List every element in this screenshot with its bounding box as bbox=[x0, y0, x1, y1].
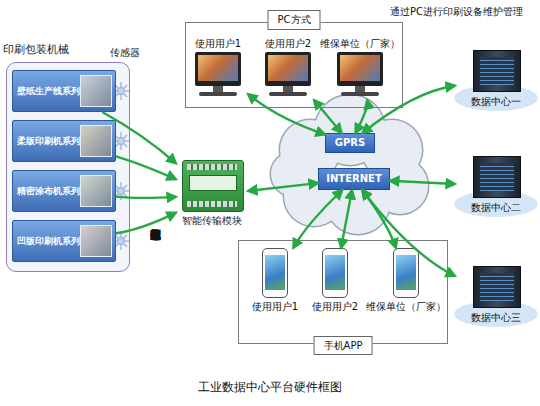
transmission-module: 智能传输模块 bbox=[176, 158, 248, 232]
annotation: 传感器 bbox=[110, 47, 140, 59]
link-arrow bbox=[116, 197, 176, 198]
pc-terminal: 使用用户2 bbox=[258, 38, 318, 100]
machine-group: 印刷包装机械壁纸生产线系列柔版印刷机系列精密涂布机系列凹版印刷机系列 bbox=[6, 62, 130, 272]
machine-label: 柔版印刷机系列 bbox=[17, 136, 80, 146]
network-label: INTERNET bbox=[326, 173, 381, 185]
link-arrow bbox=[362, 190, 396, 248]
network-label: GPRS bbox=[335, 137, 365, 149]
rack-lights bbox=[480, 163, 514, 191]
monitor-screen bbox=[198, 55, 238, 81]
link-arrow bbox=[341, 190, 352, 248]
data-center-label: 数据中心三 bbox=[455, 312, 537, 324]
keyboard bbox=[269, 92, 307, 96]
link-arrow bbox=[314, 100, 342, 133]
cloud-fill bbox=[271, 95, 428, 234]
machine-label: 壁纸生产线系列 bbox=[17, 86, 80, 96]
module-device bbox=[182, 160, 244, 212]
monitor-screen bbox=[340, 55, 380, 81]
data-center-label: 数据中心一 bbox=[455, 96, 537, 108]
annotation: 通过PC进行印刷设备维护管理 bbox=[390, 6, 523, 18]
pc-terminal: 使用用户1 bbox=[188, 38, 248, 100]
link-arrow bbox=[362, 86, 455, 133]
machine-label: 精密涂布机系列 bbox=[17, 186, 80, 196]
machine-picture bbox=[80, 75, 112, 107]
label-area: 壁纸生产线系列 bbox=[15, 71, 81, 111]
pc-group: PC方式使用用户1使用用户2维保单位（厂家） bbox=[185, 22, 403, 108]
keyboard bbox=[341, 92, 379, 96]
device-panel bbox=[189, 175, 237, 191]
cloud-outline bbox=[270, 94, 430, 236]
diagram-caption: 工业数据中心平台硬件框图 bbox=[0, 381, 540, 395]
app-group: 手机APP使用用户1使用用户2维保单位（厂家） bbox=[238, 240, 448, 344]
label-area: 柔版印刷机系列 bbox=[15, 121, 81, 161]
terminal-label: 使用用户2 bbox=[305, 301, 365, 313]
phone-terminal: 使用用户1 bbox=[245, 248, 305, 314]
server-rack bbox=[473, 266, 521, 308]
group-heading: 印刷包装机械 bbox=[3, 44, 69, 57]
label-area: 凹版印刷机系列 bbox=[15, 221, 81, 261]
machine-picture bbox=[80, 175, 112, 207]
server-rack bbox=[473, 50, 521, 92]
phone-body bbox=[262, 248, 288, 298]
link-arrow bbox=[102, 112, 176, 163]
monitor bbox=[337, 52, 383, 86]
device-terminals bbox=[187, 164, 237, 170]
phone-screen bbox=[396, 255, 416, 290]
monitor-screen bbox=[268, 55, 308, 81]
phone-screen bbox=[325, 255, 345, 290]
data-center: 数据中心三 bbox=[455, 266, 537, 326]
data-center-label: 数据中心二 bbox=[455, 202, 537, 214]
label-area: 精密涂布机系列 bbox=[15, 171, 81, 211]
machine-box: 凹版印刷机系列 bbox=[12, 220, 116, 262]
group-tag: PC方式 bbox=[267, 10, 320, 30]
link-arrow bbox=[355, 100, 367, 133]
link-arrow bbox=[248, 183, 318, 191]
link-arrow bbox=[390, 181, 455, 184]
data-center: 数据中心二 bbox=[455, 156, 537, 216]
link-arrow bbox=[362, 190, 455, 276]
link-arrow bbox=[293, 190, 342, 248]
phone-screen bbox=[265, 255, 285, 290]
terminal-label: 维保单位（厂家） bbox=[318, 38, 402, 50]
machine-picture bbox=[80, 225, 112, 257]
phone-body bbox=[393, 248, 419, 298]
link-arrow bbox=[248, 94, 325, 135]
group-tag: 手机APP bbox=[314, 336, 373, 356]
phone-body bbox=[322, 248, 348, 298]
keyboard bbox=[199, 92, 237, 96]
machine-box: 精密涂布机系列 bbox=[12, 170, 116, 212]
terminal-label: 使用用户2 bbox=[258, 38, 318, 50]
network-box: INTERNET bbox=[318, 168, 390, 190]
terminal-label: 维保单位（厂家） bbox=[366, 301, 446, 313]
machine-box: 壁纸生产线系列 bbox=[12, 70, 116, 112]
monitor bbox=[195, 52, 241, 86]
terminal-label: 使用用户1 bbox=[245, 301, 305, 313]
terminal-label: 使用用户1 bbox=[188, 38, 248, 50]
machine-label: 凹版印刷机系列 bbox=[17, 236, 80, 246]
network-box: GPRS bbox=[325, 133, 375, 153]
module-label: 智能传输模块 bbox=[176, 215, 248, 227]
link-arrow bbox=[116, 156, 176, 179]
cloud-part bbox=[271, 152, 315, 196]
device-terminals bbox=[187, 201, 237, 207]
machine-box: 柔版印刷机系列 bbox=[12, 120, 116, 162]
link-arrow bbox=[116, 213, 176, 234]
phone-terminal: 维保单位（厂家） bbox=[366, 248, 446, 314]
phone-terminal: 使用用户2 bbox=[305, 248, 365, 314]
server-rack bbox=[473, 156, 521, 198]
machine-picture bbox=[80, 125, 112, 157]
rack-lights bbox=[480, 273, 514, 301]
pc-terminal: 维保单位（厂家） bbox=[318, 38, 402, 100]
data-center: 数据中心一 bbox=[455, 50, 537, 110]
monitor bbox=[265, 52, 311, 86]
rack-lights bbox=[480, 57, 514, 85]
